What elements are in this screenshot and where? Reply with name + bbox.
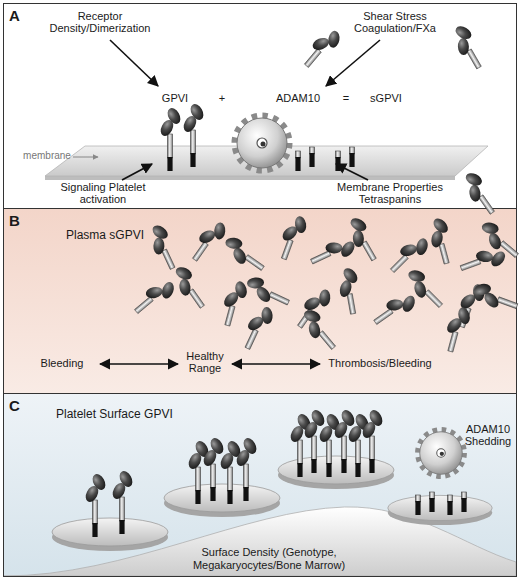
- annotation-label: ADAM10: [268, 92, 328, 104]
- panel-letter: A: [9, 7, 20, 24]
- panel: C Platelet Surface GPVI Surface Density (G…: [3, 393, 517, 577]
- curve-label: Surface Density (Genotype, Megakaryocyte…: [164, 546, 374, 571]
- annotation-label: GPVI: [145, 92, 205, 104]
- annotation-label: Healthy Range: [180, 350, 230, 375]
- annotation-label: Receptor Density/Dimerization: [38, 10, 163, 35]
- annotation-label: sGPVI: [356, 92, 416, 104]
- annotation-label: membrane: [22, 150, 72, 161]
- annotation-label: Signaling Platelet activation: [57, 181, 149, 206]
- annotation-label: Thrombosis/Bleeding: [315, 357, 445, 369]
- panel-letter: C: [9, 397, 20, 414]
- panel-title: Platelet Surface GPVI: [56, 408, 173, 422]
- distribution-curve: Surface Density (Genotype, Megakaryocyte…: [4, 504, 516, 576]
- annotation-label: Membrane Properties Tetraspanins: [334, 181, 446, 206]
- panel-title: Plasma sGPVI: [66, 229, 144, 243]
- bell-curve: [4, 507, 516, 576]
- annotation-label: Bleeding: [27, 357, 97, 369]
- annotation-label: =: [336, 92, 356, 104]
- panel-letter: B: [9, 212, 20, 229]
- annotation-label: ADAM10 Shedding: [460, 423, 516, 448]
- annotation-label: Shear Stress Coagulation/FXa: [349, 10, 441, 35]
- annotation-label: +: [212, 92, 232, 104]
